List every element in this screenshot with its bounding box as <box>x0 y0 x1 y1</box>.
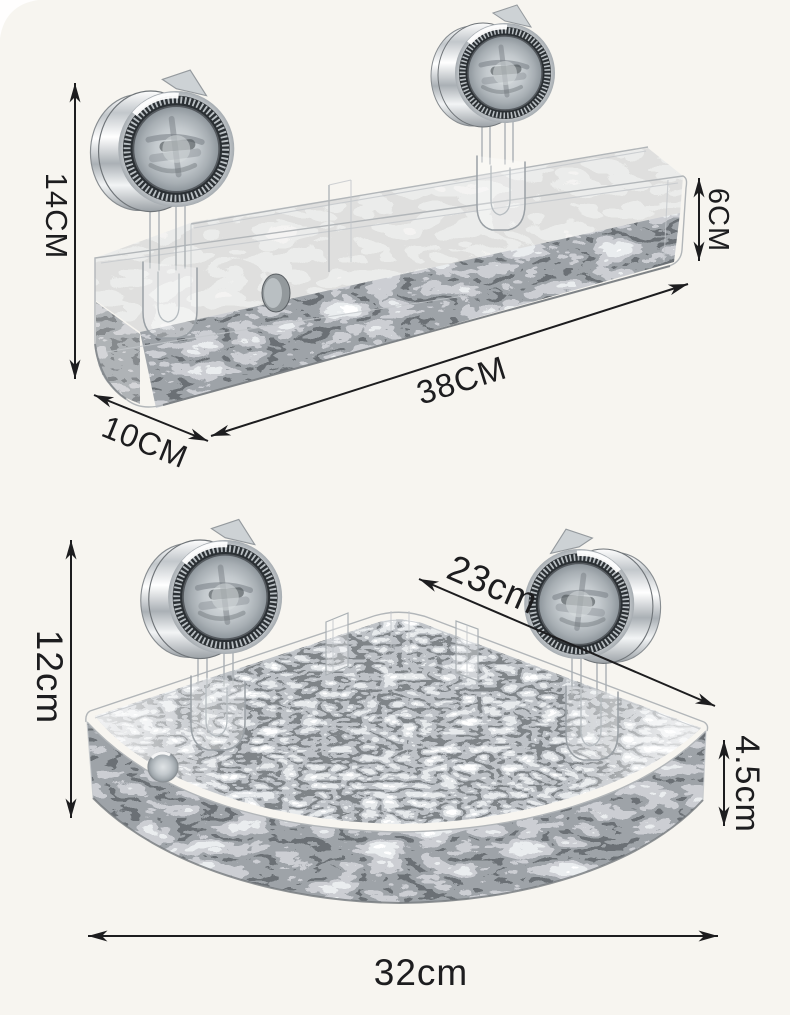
front-wall-bottom-edge <box>92 797 704 905</box>
corner-apex-lines <box>390 611 410 653</box>
dimension-label: 10CM <box>97 408 193 475</box>
page-corner <box>0 0 38 38</box>
suction-cup <box>90 70 234 212</box>
floor-fade <box>95 619 701 824</box>
dimension-front-height: 4.5cm <box>718 735 766 833</box>
drain-hole <box>261 273 291 313</box>
front-wall-end-edges <box>86 721 707 801</box>
dimension-arrow <box>93 394 209 442</box>
arm-hook-inner <box>157 271 180 323</box>
dimension-arrow <box>210 283 689 437</box>
divider <box>328 179 352 272</box>
mounting-arm-left <box>190 645 246 751</box>
front-wall-ripple-texture <box>87 722 706 903</box>
corner-shelf-illustration <box>85 519 709 905</box>
dimension-height: 14CM <box>39 83 81 379</box>
dimension-label: 38CM <box>412 349 511 412</box>
rim-inner-line <box>100 182 679 264</box>
back-wall-inner-edge <box>193 150 647 229</box>
arm-stems <box>149 204 186 271</box>
divider-top-edge <box>328 179 352 186</box>
mounting-arm-right <box>476 117 526 231</box>
dimension-label: 12cm <box>29 630 70 724</box>
dimension-front-height: 6CM <box>693 178 734 261</box>
arm-hook-inner <box>205 685 228 737</box>
arm-stems <box>197 645 234 687</box>
arm-stems <box>481 117 514 165</box>
corner-knob <box>147 751 179 783</box>
dimension-label: 6CM <box>702 188 734 252</box>
arm-hook <box>190 675 246 751</box>
dimension-label: 32cm <box>374 952 468 993</box>
dimension-width: 32cm <box>88 930 718 993</box>
arm-hook-inner <box>490 165 511 216</box>
arm-hook <box>142 261 198 339</box>
dimension-label: 4.5cm <box>728 735 766 833</box>
dimension-height: 12cm <box>29 540 77 818</box>
mounting-arm-left <box>142 204 198 339</box>
arm-hook-inner <box>580 695 602 747</box>
back-wall-top-edge <box>190 146 649 225</box>
rim-tab-left <box>325 612 349 676</box>
rim-tab-right <box>455 620 479 682</box>
front-wall-top-edge <box>86 721 707 833</box>
suction-cup <box>431 5 555 127</box>
dimension-label: 14CM <box>39 173 74 260</box>
suction-cup <box>141 519 282 658</box>
mounting-arm-right <box>565 655 619 761</box>
rim-end-caps <box>85 710 709 732</box>
arm-hook <box>565 685 619 761</box>
rect-shelf-illustration <box>90 5 688 408</box>
suction-cup <box>524 529 660 663</box>
arm-hook <box>476 155 526 231</box>
dimension-arrow <box>418 578 716 707</box>
right-end-corner-edge <box>663 179 669 263</box>
